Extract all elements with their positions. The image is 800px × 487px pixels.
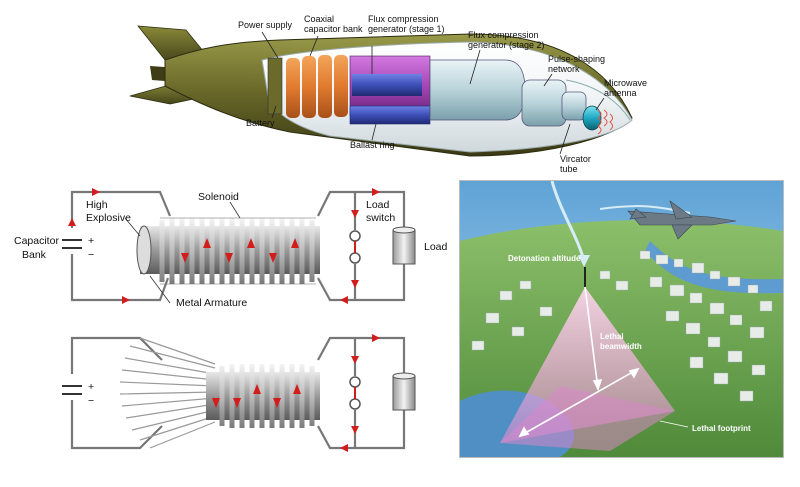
bomb-leader-lines: [261, 31, 605, 155]
flux-stage1-core: [352, 74, 422, 96]
microwave-antenna: [582, 105, 613, 135]
capacitor-minus-lower: −: [88, 395, 94, 407]
current-arrows-lower: [212, 334, 380, 452]
label-capacitor-1: Capacitor: [14, 235, 59, 247]
load-switch-upper[interactable]: [349, 230, 361, 264]
capacitor-plus-lower: +: [88, 381, 94, 393]
lethal-footprint-scene: Detonation altitude Lethal beamwidth Let…: [459, 180, 784, 458]
label-detonation-altitude: Detonation altitude: [508, 254, 581, 263]
label-vircator-2: tube: [560, 164, 578, 174]
solenoid-coil-upper: [159, 218, 315, 284]
flux-compression-stage2: [429, 59, 526, 121]
explosion-burst: [119, 337, 216, 449]
solenoid-coil-lower: [219, 364, 315, 428]
label-load-switch-1: Load: [366, 199, 390, 211]
coaxial-capacitor-bank: [286, 55, 348, 118]
label-lethal-footprint: Lethal footprint: [692, 424, 751, 433]
fighter-jet: [627, 200, 737, 240]
label-coaxial-1: Coaxial: [304, 14, 334, 24]
label-lethal-beamwidth-1: Lethal: [600, 332, 624, 341]
power-supply: [267, 57, 283, 115]
label-flux1-2: generator (stage 1): [368, 24, 445, 34]
load-upper: [392, 226, 416, 265]
label-pulse-1: Pulse-shaping: [548, 54, 605, 64]
label-ballast-ring: Ballast ring: [350, 140, 395, 150]
label-flux2-1: Flux compression: [468, 30, 539, 40]
ballast-ring: [349, 105, 431, 125]
current-arrows-upper: [68, 188, 380, 304]
label-flux1-1: Flux compression: [368, 14, 439, 24]
vircator-tube: [561, 91, 587, 121]
capacitor-lower: [62, 385, 82, 395]
label-vircator-1: Vircator: [560, 154, 591, 164]
label-capacitor-2: Bank: [22, 249, 47, 261]
capacitor-minus-upper: −: [88, 249, 94, 261]
footprint-arrows: [518, 286, 640, 438]
label-microwave-2: antenna: [604, 88, 637, 98]
circuit-lower: + −: [62, 334, 416, 452]
load-lower: [392, 372, 416, 411]
label-high-explosive-1: High: [86, 199, 108, 211]
flight-path: [550, 180, 586, 262]
label-high-explosive-2: Explosive: [86, 212, 131, 224]
label-load-switch-2: switch: [366, 212, 395, 224]
capacitor-plus-upper: +: [88, 235, 94, 247]
pulse-shaping-network: [521, 79, 567, 127]
label-lethal-beamwidth-2: beamwidth: [600, 342, 642, 351]
circuit-upper: + −: [14, 188, 448, 309]
label-pulse-2: network: [548, 64, 580, 74]
label-metal-armature: Metal Armature: [176, 297, 247, 309]
high-explosive-end: [136, 225, 152, 275]
flux-compression-circuit-diagram: + −: [0, 178, 460, 482]
label-coaxial-2: capacitor bank: [304, 24, 363, 34]
label-load: Load: [424, 241, 448, 253]
label-battery: Battery: [246, 118, 275, 128]
load-switch-lower[interactable]: [349, 376, 361, 410]
label-flux2-2: generator (stage 2): [468, 40, 545, 50]
label-microwave-1: Microwave: [604, 78, 647, 88]
bomb-cutaway-diagram: Power supply Coaxial capacitor bank Flux…: [0, 0, 800, 178]
label-solenoid: Solenoid: [198, 191, 239, 203]
city-buildings: [471, 250, 773, 402]
label-power-supply: Power supply: [238, 20, 293, 30]
capacitor-upper: [62, 239, 82, 249]
lethal-footprint-area: [500, 386, 675, 451]
